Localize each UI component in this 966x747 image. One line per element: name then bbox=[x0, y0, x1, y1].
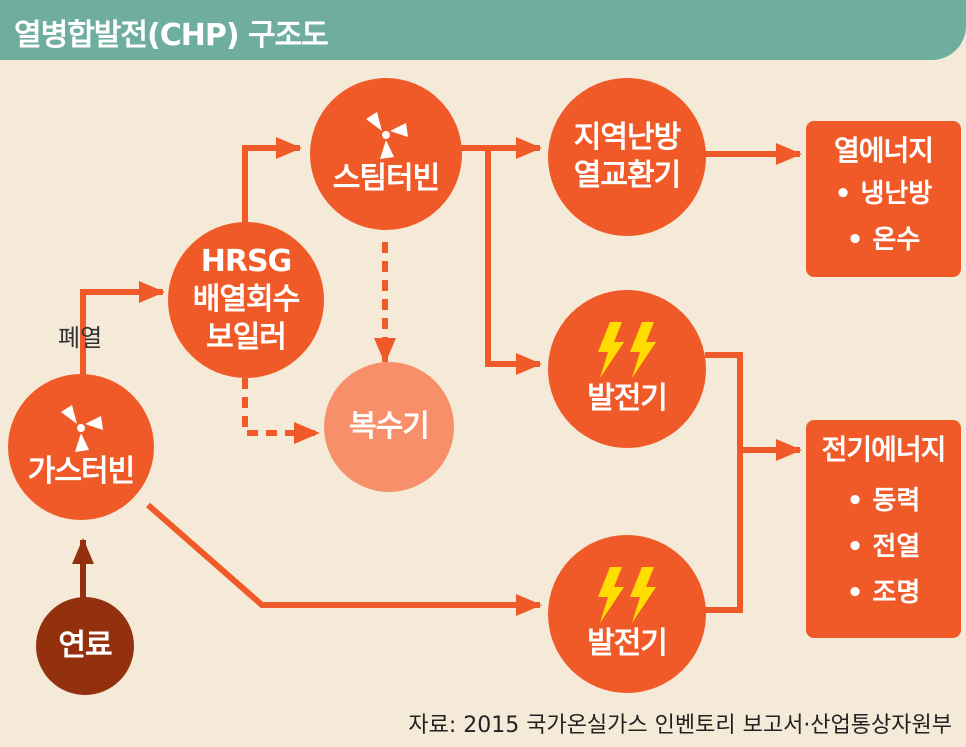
heat-exchanger-label-line-1: 지역난방 bbox=[573, 120, 681, 155]
hrsg-node: HRSG 배열회수 보일러 bbox=[168, 222, 324, 378]
condenser-node: 복수기 bbox=[324, 362, 454, 492]
header-bar bbox=[0, 0, 966, 60]
list-item: • 냉난방 bbox=[834, 179, 933, 209]
lightning-icon bbox=[598, 322, 656, 378]
turbine-icon bbox=[61, 405, 103, 452]
generator-bottom-node: 발전기 bbox=[548, 535, 706, 693]
steam-turbine-node: 스팀터빈 bbox=[310, 78, 462, 230]
hrsg-label-line-1: HRSG bbox=[200, 244, 292, 279]
hrsg-label-line-2: 배열회수 bbox=[192, 282, 300, 317]
source-caption: 자료: 2015 국가온실가스 인벤토리 보고서·산업통상자원부 bbox=[408, 713, 952, 738]
list-item: • 동력 bbox=[846, 486, 921, 516]
line-generator-top-out bbox=[705, 352, 743, 613]
heat-energy-box: 열에너지 • 냉난방 • 온수 bbox=[806, 121, 961, 277]
heat-energy-title: 열에너지 bbox=[833, 134, 934, 167]
condenser-label: 복수기 bbox=[349, 409, 430, 444]
electric-energy-title: 전기에너지 bbox=[821, 433, 947, 466]
arrow-exhaust-to-hrsg bbox=[80, 281, 165, 375]
exhaust-heat-label: 폐열 bbox=[58, 324, 103, 352]
electric-energy-box: 전기에너지 • 동력 • 전열 • 조명 bbox=[806, 420, 961, 638]
lightning-icon bbox=[598, 567, 656, 623]
steam-turbine-label: 스팀터빈 bbox=[332, 161, 440, 196]
list-item: • 온수 bbox=[846, 225, 921, 255]
gas-turbine-label: 가스터빈 bbox=[27, 454, 135, 489]
hrsg-label-line-3: 보일러 bbox=[206, 320, 287, 355]
page-title: 열병합발전(CHP) 구조도 bbox=[14, 18, 329, 53]
generator-top-node: 발전기 bbox=[548, 290, 706, 448]
generator-top-label: 발전기 bbox=[587, 381, 668, 416]
header: 열병합발전(CHP) 구조도 bbox=[0, 0, 966, 60]
fuel-node: 연료 bbox=[36, 597, 134, 695]
heat-exchanger-label-line-2: 열교환기 bbox=[573, 158, 681, 193]
gas-turbine-node: 가스터빈 bbox=[8, 374, 154, 520]
generator-bottom-label: 발전기 bbox=[587, 626, 668, 661]
heat-exchanger-node: 지역난방 열교환기 bbox=[548, 78, 706, 236]
arrow-gas-turbine-to-generator-bottom bbox=[146, 502, 542, 616]
fuel-label: 연료 bbox=[58, 628, 112, 663]
list-item: • 조명 bbox=[846, 578, 921, 608]
list-item: • 전열 bbox=[846, 532, 921, 562]
arrow-steam-to-generator-top bbox=[485, 148, 542, 375]
arrow-hrsg-to-condenser-dotted bbox=[242, 378, 320, 444]
arrow-hrsg-to-steam-turbine bbox=[242, 137, 302, 232]
turbine-icon bbox=[366, 112, 408, 159]
